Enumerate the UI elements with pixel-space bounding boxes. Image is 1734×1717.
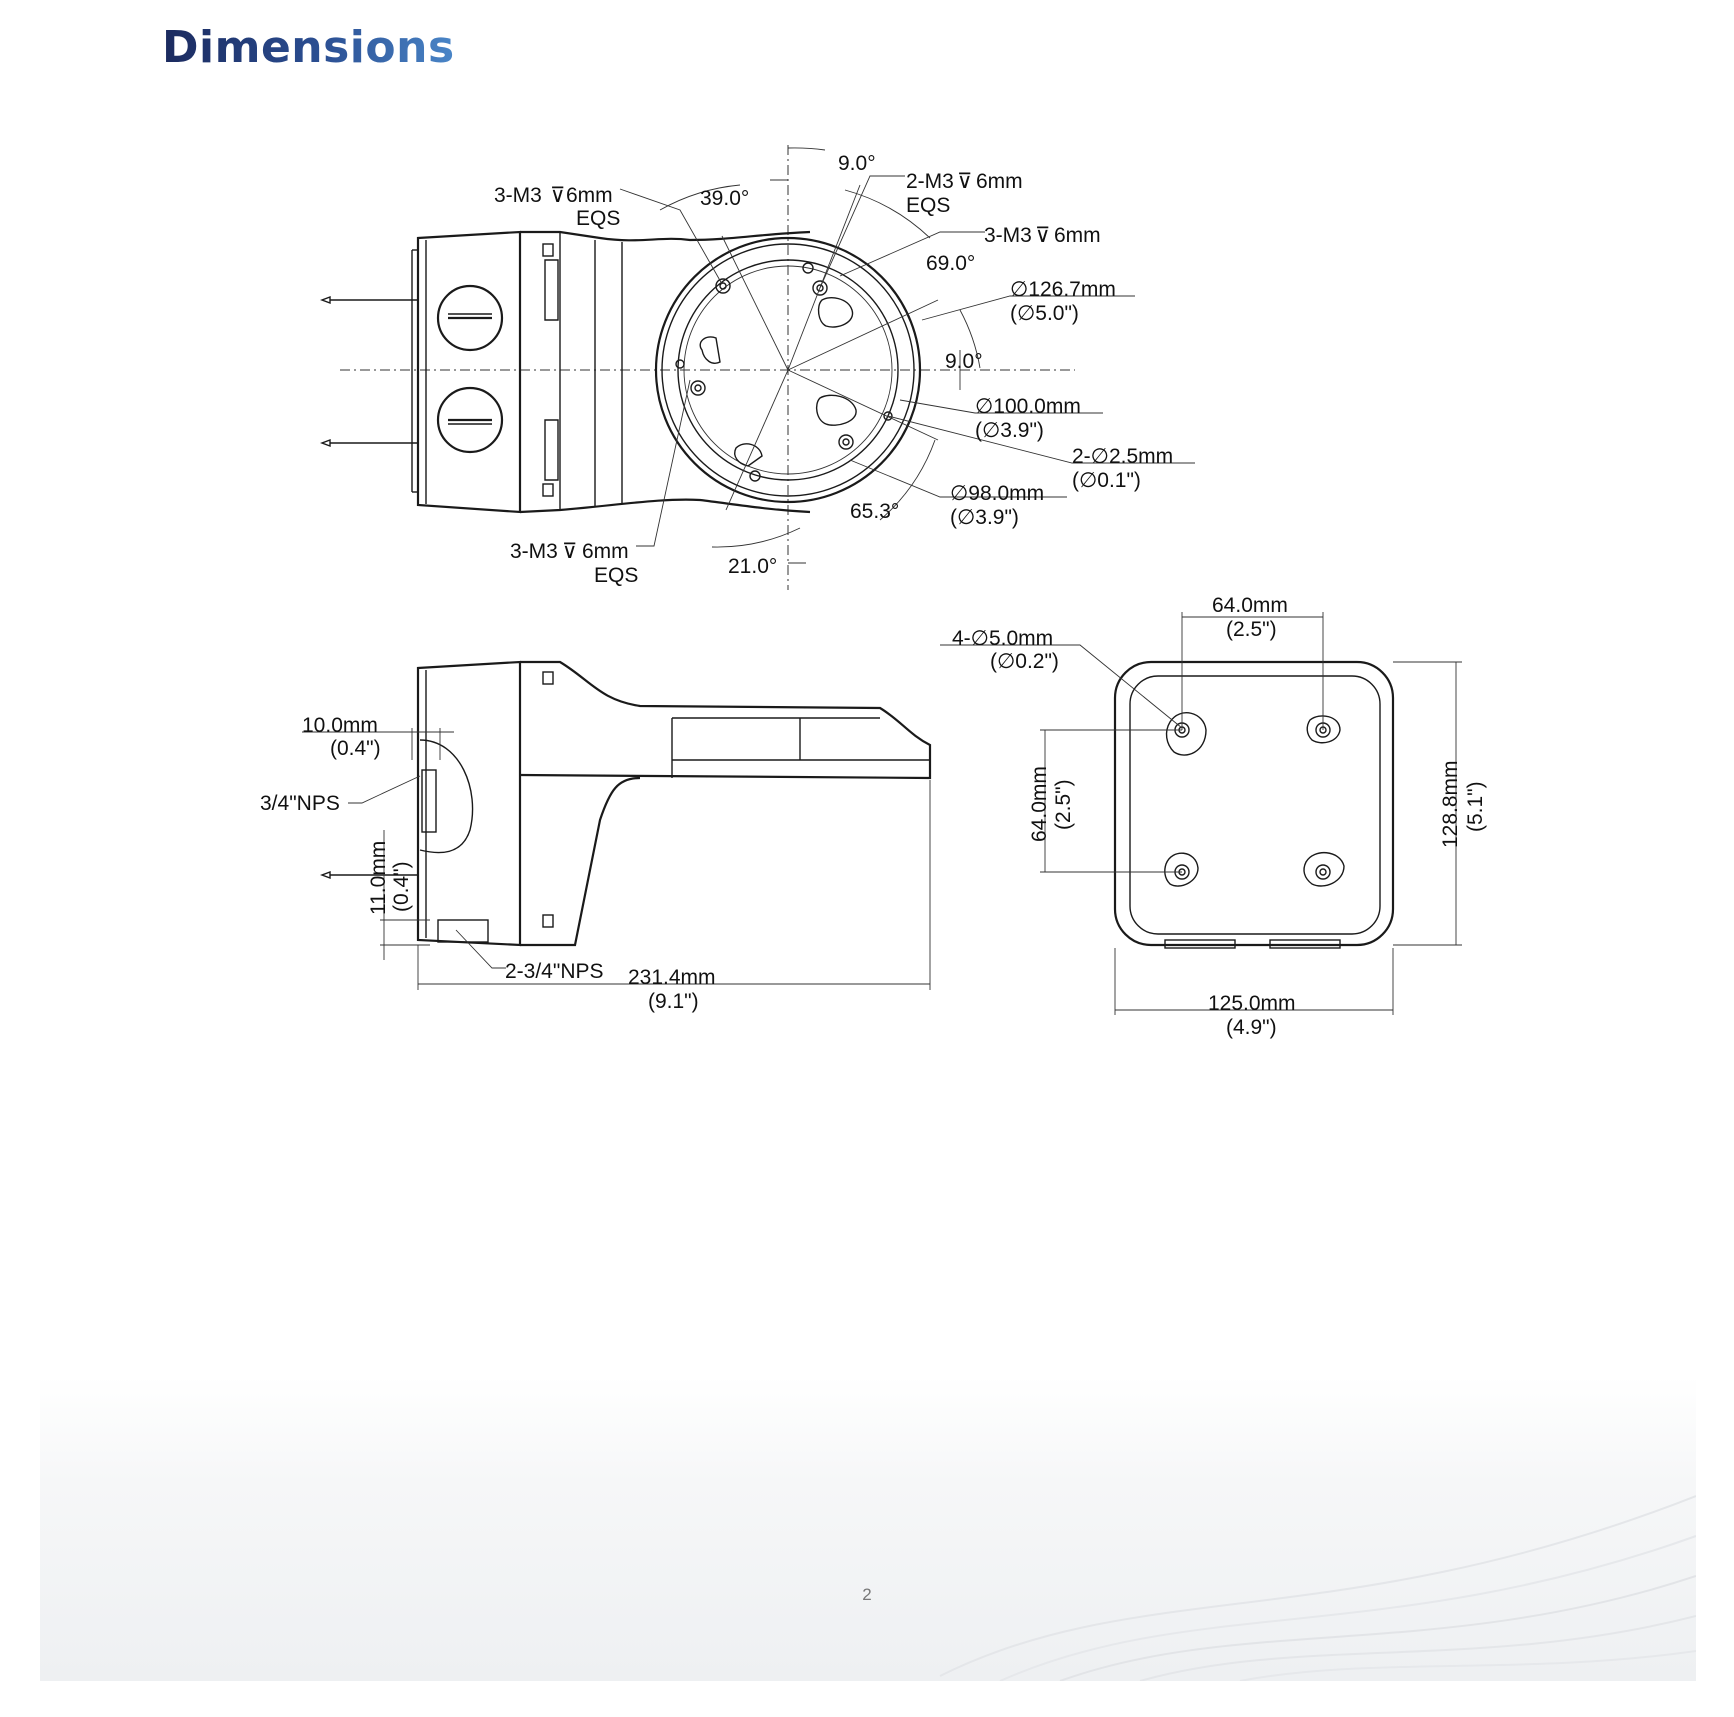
mount-ring-outer bbox=[654, 236, 922, 504]
depth-symbol: ⊽ bbox=[550, 184, 565, 207]
label-nps: 3/4"NPS bbox=[260, 792, 340, 815]
label-eqs-top-right: EQS bbox=[906, 194, 950, 217]
label-dim-125-in: (4.9") bbox=[1226, 1016, 1277, 1039]
mount-hole-4 bbox=[1303, 852, 1345, 887]
label-dim-11: 11.0mm bbox=[367, 841, 390, 915]
arm-top-edge bbox=[520, 230, 811, 242]
label-dia-98-in: (∅3.9") bbox=[950, 506, 1019, 529]
label-angle-65: 65.3° bbox=[850, 500, 899, 523]
label-dim-128: 128.8mm bbox=[1439, 760, 1462, 848]
label-angle-39: 39.0° bbox=[700, 187, 749, 210]
page-number: 2 bbox=[862, 1585, 872, 1604]
depth-symbol: ⊽ bbox=[562, 540, 577, 563]
top-view: 3-M3 ⊽ 6mm EQS 39.0° 9.0° 2-M3 ⊽ 6mm EQS… bbox=[320, 145, 1195, 590]
depth-symbol: ⊽ bbox=[957, 170, 972, 193]
junction-box-outline bbox=[416, 230, 522, 514]
label-m3-top-left: 3-M3 bbox=[494, 184, 542, 207]
label-eqs-top-left: EQS bbox=[576, 207, 620, 230]
depth-symbol: ⊽ bbox=[1035, 224, 1050, 247]
conduit-plug-bottom bbox=[436, 386, 504, 454]
label-m3-bottom: 3-M3 bbox=[510, 540, 558, 563]
conduit-plug-top bbox=[436, 284, 504, 352]
label-dia-126-in: (∅5.0") bbox=[1010, 302, 1079, 325]
label-dim-10-in: (0.4") bbox=[330, 737, 381, 760]
label-dia-126: ∅126.7mm bbox=[1010, 278, 1116, 301]
label-m3-2-depth: 6mm bbox=[976, 170, 1023, 193]
label-dia-2-5-in: (∅0.1") bbox=[1072, 469, 1141, 492]
nps-bottom-port bbox=[437, 919, 489, 943]
label-m3-right: 3-M3 bbox=[984, 224, 1032, 247]
background-wave-band bbox=[40, 1376, 1696, 1681]
label-angle-9-mid: 9.0° bbox=[945, 350, 983, 373]
label-m3-2: 2-M3 bbox=[906, 170, 954, 193]
label-angle-9-top: 9.0° bbox=[838, 152, 876, 175]
arm-bottom-edge bbox=[519, 498, 811, 514]
label-dim-10: 10.0mm bbox=[302, 714, 378, 737]
mount-hole-2 bbox=[1306, 715, 1341, 744]
label-dim-231-in: (9.1") bbox=[648, 990, 699, 1013]
back-plate-outline bbox=[1113, 660, 1395, 947]
mount-ring-inner bbox=[677, 259, 899, 481]
side-view: 10.0mm (0.4") 3/4"NPS 11.0mm (0.4") 2-3/… bbox=[260, 660, 932, 1013]
page-title: Dimensions bbox=[162, 22, 455, 73]
label-dim-128-in: (5.1") bbox=[1464, 781, 1487, 832]
label-dim-231: 231.4mm bbox=[628, 966, 716, 989]
label-holes: 4-∅5.0mm bbox=[952, 627, 1053, 650]
label-angle-21: 21.0° bbox=[728, 555, 777, 578]
mount-hole-1 bbox=[1165, 712, 1207, 756]
label-dia-100-in: (∅3.9") bbox=[975, 419, 1044, 442]
side-arm-under bbox=[520, 776, 641, 947]
label-m3-top-left-depth: 6mm bbox=[566, 184, 613, 207]
side-arm-top bbox=[519, 660, 932, 780]
label-m3-bottom-depth: 6mm bbox=[582, 540, 629, 563]
label-eqs-bottom: EQS bbox=[594, 564, 638, 587]
mount-hole-3 bbox=[1164, 852, 1199, 887]
label-angle-69: 69.0° bbox=[926, 252, 975, 275]
label-nps-2: 2-3/4"NPS bbox=[505, 960, 604, 983]
label-dia-2-5: 2-∅2.5mm bbox=[1072, 445, 1173, 468]
back-view: 64.0mm (2.5") 4-∅5.0mm (∅0.2") 64.0mm (2… bbox=[940, 594, 1487, 1039]
nps-outlet-bulge bbox=[419, 739, 474, 854]
label-m3-right-depth: 6mm bbox=[1054, 224, 1101, 247]
label-dia-98: ∅98.0mm bbox=[950, 482, 1044, 505]
label-dim-64-top: 64.0mm bbox=[1212, 594, 1288, 617]
label-dim-64-left: 64.0mm bbox=[1028, 766, 1051, 842]
label-dim-11-in: (0.4") bbox=[390, 861, 413, 912]
label-dim-64-top-in: (2.5") bbox=[1226, 618, 1277, 641]
label-dim-64-left-in: (2.5") bbox=[1052, 779, 1075, 830]
side-box-outline bbox=[416, 660, 522, 947]
label-dim-125: 125.0mm bbox=[1208, 992, 1296, 1015]
wave-pattern bbox=[939, 1495, 1696, 1681]
label-dia-100: ∅100.0mm bbox=[975, 395, 1081, 418]
label-holes-in: (∅0.2") bbox=[990, 650, 1059, 673]
